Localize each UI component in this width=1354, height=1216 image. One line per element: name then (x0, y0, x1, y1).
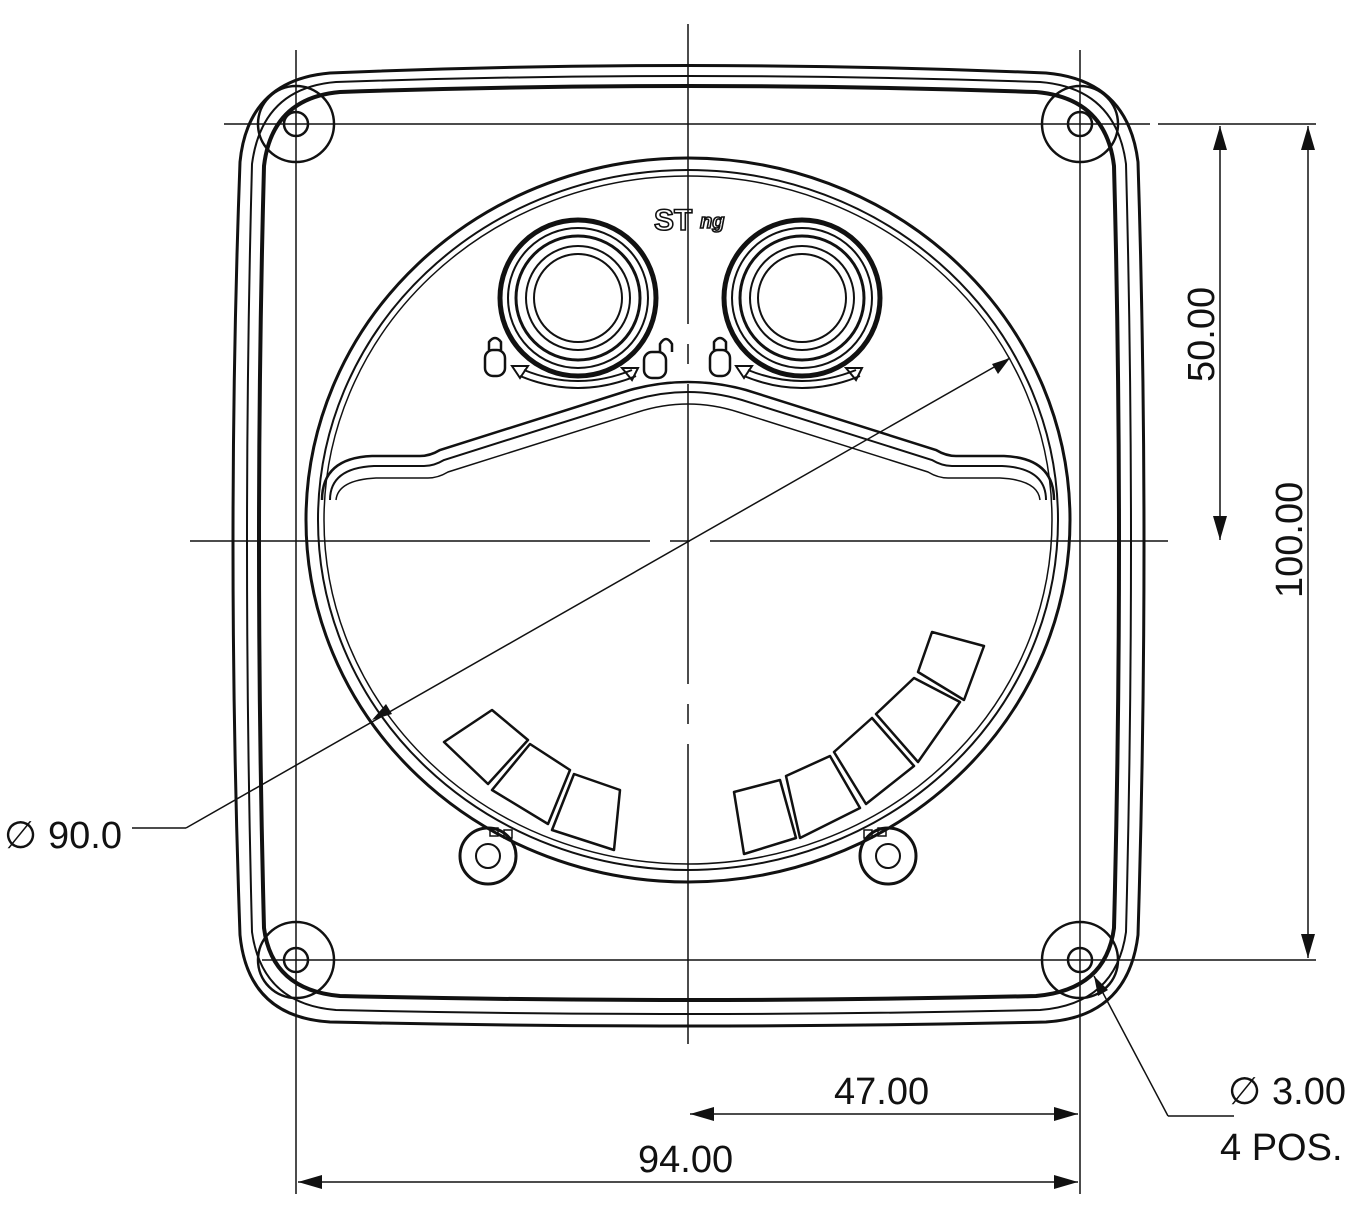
diameter-symbol: ∅ (4, 815, 37, 857)
centerlines (190, 24, 1316, 1194)
screw-boss-left (458, 826, 518, 886)
lock-open-icon (642, 337, 674, 380)
logo-main: ST (654, 204, 692, 237)
connector-left (497, 217, 659, 379)
led-segments-right (732, 630, 986, 856)
rotate-arrow-icon (734, 365, 864, 389)
diameter-90-label: 90.0 (48, 815, 122, 857)
lock-closed-icon (708, 336, 732, 378)
logo-sub: ng (700, 211, 724, 233)
mounting-hole-symbol: ∅ (1228, 1071, 1261, 1113)
half-width-label: 47.00 (834, 1071, 929, 1113)
dimension-labels: ∅ 90.0 50.00 100.00 47.00 94.00 ∅ 3.00 4… (4, 287, 1346, 1181)
housing-outline (231, 64, 1146, 1028)
connector-right (721, 217, 883, 379)
screw-boss-right (858, 826, 918, 886)
full-width-label: 94.00 (638, 1139, 733, 1181)
half-height-label: 50.00 (1181, 287, 1223, 382)
dimension-half-height (1213, 126, 1227, 540)
mounting-hole-leader (1093, 975, 1234, 1117)
led-segments-left (442, 708, 622, 852)
dimension-half-width (690, 1107, 1078, 1121)
dimension-full-height (1301, 126, 1315, 958)
full-height-label: 100.00 (1269, 482, 1311, 598)
mounting-hole-label: 3.00 (1272, 1071, 1346, 1113)
rotate-arrow-icon (510, 365, 640, 389)
lock-closed-icon (483, 336, 507, 378)
diameter-90-leader (132, 357, 1011, 829)
mounting-hole-count: 4 POS. (1220, 1127, 1343, 1169)
dimension-full-width (298, 1175, 1078, 1189)
brand-logo: ST ng (653, 203, 725, 238)
